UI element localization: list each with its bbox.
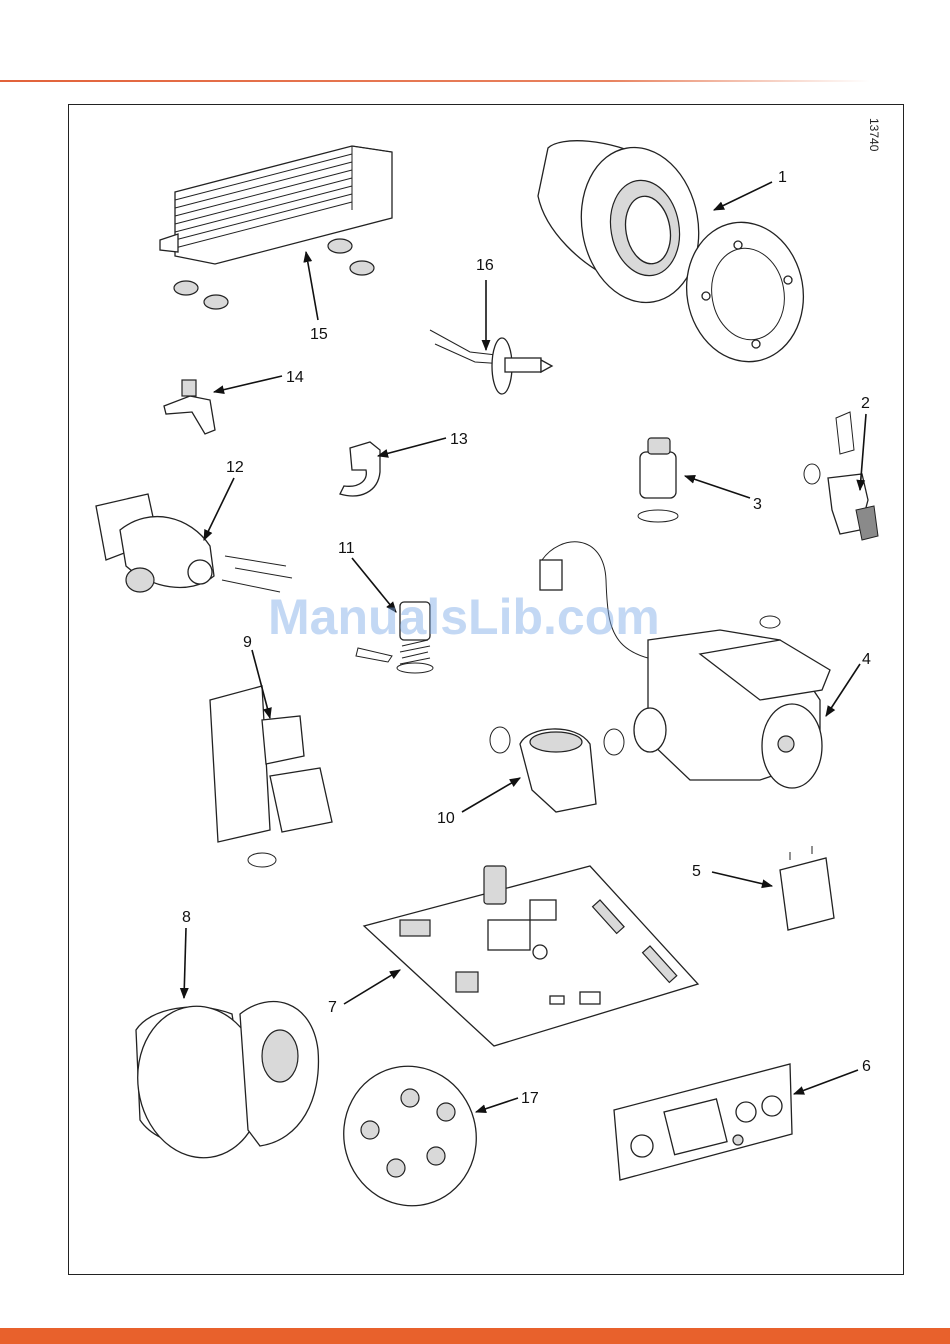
part-9-gas-valve	[210, 686, 332, 867]
part-15-plate-heat-exchanger	[160, 146, 392, 309]
part-16-ignition-electrode	[430, 330, 552, 394]
callout-7: 7	[328, 999, 337, 1016]
part-5-ignition-unit	[780, 846, 834, 930]
part-10-valve-housing	[490, 727, 624, 812]
part-7-main-control-board	[364, 866, 698, 1046]
callout-17: 17	[521, 1090, 539, 1107]
part-2-drain-valve	[804, 412, 878, 540]
part-12-diverter-valve-body	[96, 494, 292, 592]
part-14-clip	[164, 380, 215, 434]
footer-band	[0, 1328, 950, 1344]
callout-14: 14	[286, 369, 304, 386]
watermark: ManualsLib.com	[268, 589, 660, 645]
callout-5: 5	[692, 863, 701, 880]
callout-12: 12	[226, 459, 244, 476]
callout-13: 13	[450, 431, 468, 448]
part-17-fan-plate	[328, 1051, 492, 1220]
part-8-fan-assembly	[128, 998, 318, 1166]
part-1-burner-and-gasket	[538, 138, 814, 371]
part-6-control-panel	[614, 1064, 792, 1180]
callout-16: 16	[476, 257, 494, 274]
part-13-clip	[340, 442, 380, 496]
callout-3: 3	[753, 496, 762, 513]
callout-2: 2	[861, 395, 870, 412]
callout-8: 8	[182, 909, 191, 926]
callout-11: 11	[338, 540, 355, 557]
callout-10: 10	[437, 810, 455, 827]
callout-6: 6	[862, 1058, 871, 1075]
part-3-automatic-air-vent	[638, 438, 678, 522]
callout-15: 15	[310, 326, 328, 343]
callout-4: 4	[862, 651, 871, 668]
callout-9: 9	[243, 634, 252, 651]
callout-1: 1	[778, 169, 787, 186]
